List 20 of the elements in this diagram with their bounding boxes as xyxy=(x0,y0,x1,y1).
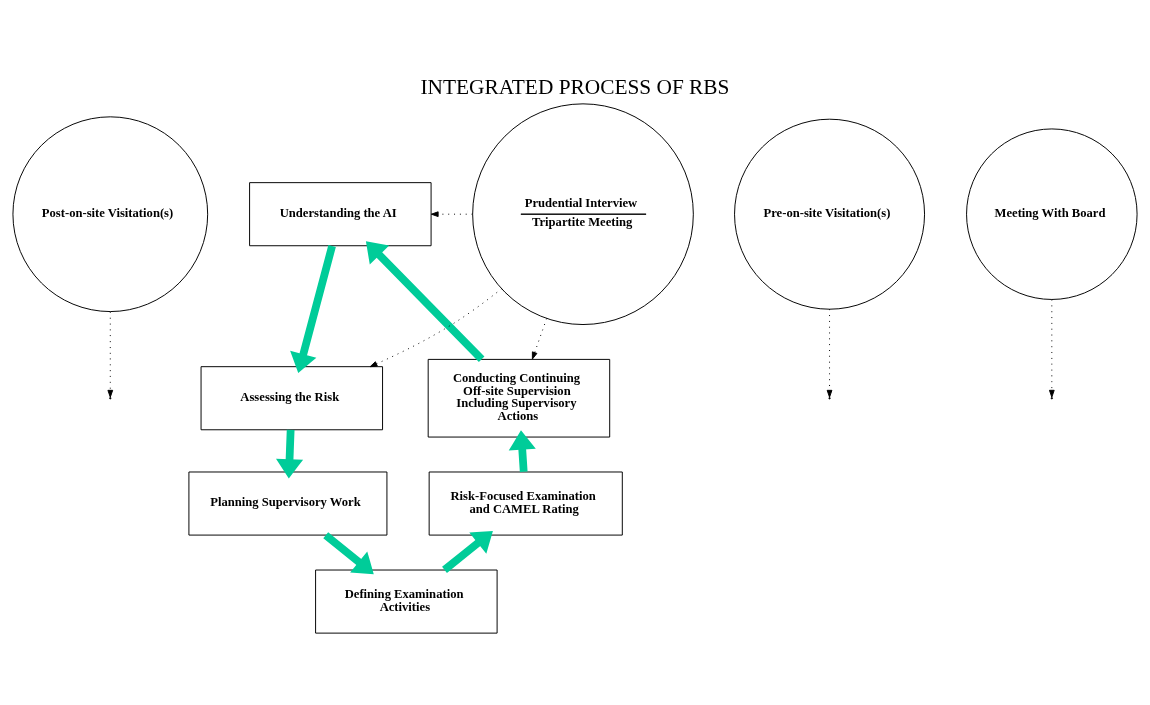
node-box: Assessing the Risk xyxy=(200,365,384,430)
node-circle: Meeting With Board xyxy=(966,127,1138,300)
node-circle: Prudential Interview Tripartite Meeting xyxy=(472,102,694,325)
node-box: Defining Examination Activities xyxy=(315,569,498,634)
diagram-title: INTEGRATED PROCESS OF RBS xyxy=(420,74,730,99)
node-box: Understanding the AI xyxy=(249,181,432,246)
arrow xyxy=(107,310,114,398)
arrow xyxy=(430,210,473,217)
arrow xyxy=(826,308,833,398)
arrow xyxy=(442,530,493,573)
arrow xyxy=(365,240,485,362)
arrow xyxy=(531,317,548,360)
arrow xyxy=(323,531,374,574)
node-circle: Post-on-site Visitation(s) xyxy=(12,115,209,312)
node-circle: Pre-on-site Visitation(s) xyxy=(734,118,926,310)
arrow xyxy=(369,287,503,367)
node-box: Planning Supervisory Work xyxy=(188,471,388,536)
node-box: Conducting Continuing Off-site Supervision Including Supervisory Actions xyxy=(427,358,611,438)
arrow xyxy=(290,244,336,373)
node-box: Risk-Focused Examination and CAMEL Rating xyxy=(428,471,623,536)
